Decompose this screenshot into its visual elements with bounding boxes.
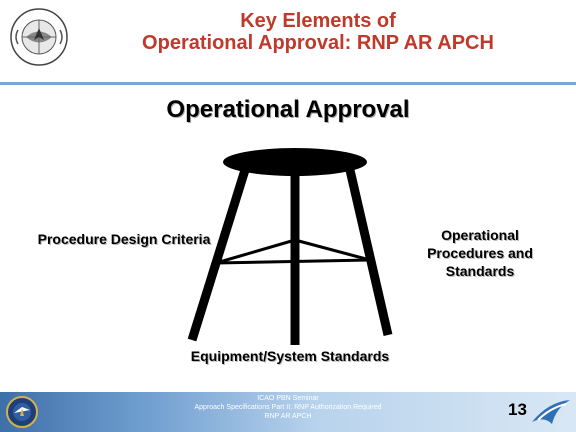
slide-header: Key Elements of Operational Approval: RN… — [0, 0, 576, 84]
stool-rung-front — [215, 258, 371, 265]
diagram-heading: Operational Approval — [166, 96, 410, 123]
label-equipment-standards: Equipment/System Standards — [190, 348, 390, 364]
title-line-1: Key Elements of — [240, 10, 396, 32]
footer-line-3: RNP AR APCH — [264, 413, 312, 420]
stool-leg-right — [345, 168, 393, 337]
icao-logo-icon — [10, 8, 68, 66]
stool-leg-left — [187, 168, 250, 342]
footer-text: ICAO PBN Seminar Approach Specifications… — [0, 394, 576, 421]
page-number: 13 — [508, 400, 527, 419]
title-line-2: Operational Approval: RNP AR APCH — [142, 32, 494, 54]
faa-seal-icon — [6, 396, 38, 428]
stool-seat — [223, 148, 367, 176]
slide-title: Key Elements of Operational Approval: RN… — [60, 10, 576, 54]
stool-diagram — [187, 148, 393, 345]
stool-rung-left — [215, 238, 296, 265]
slide-footer: ICAO PBN Seminar Approach Specifications… — [0, 392, 576, 432]
footer-line-1: ICAO PBN Seminar — [257, 395, 319, 402]
swoosh-logo-icon — [532, 400, 570, 424]
label-procedure-design: Procedure Design Criteria — [37, 231, 211, 247]
stool-rung-right — [294, 238, 371, 262]
header-divider — [0, 82, 576, 85]
footer-line-2: Approach Specifications Part II: RNP Aut… — [194, 404, 382, 411]
label-operational-procedures: Operational Procedures and Standards — [427, 227, 533, 279]
